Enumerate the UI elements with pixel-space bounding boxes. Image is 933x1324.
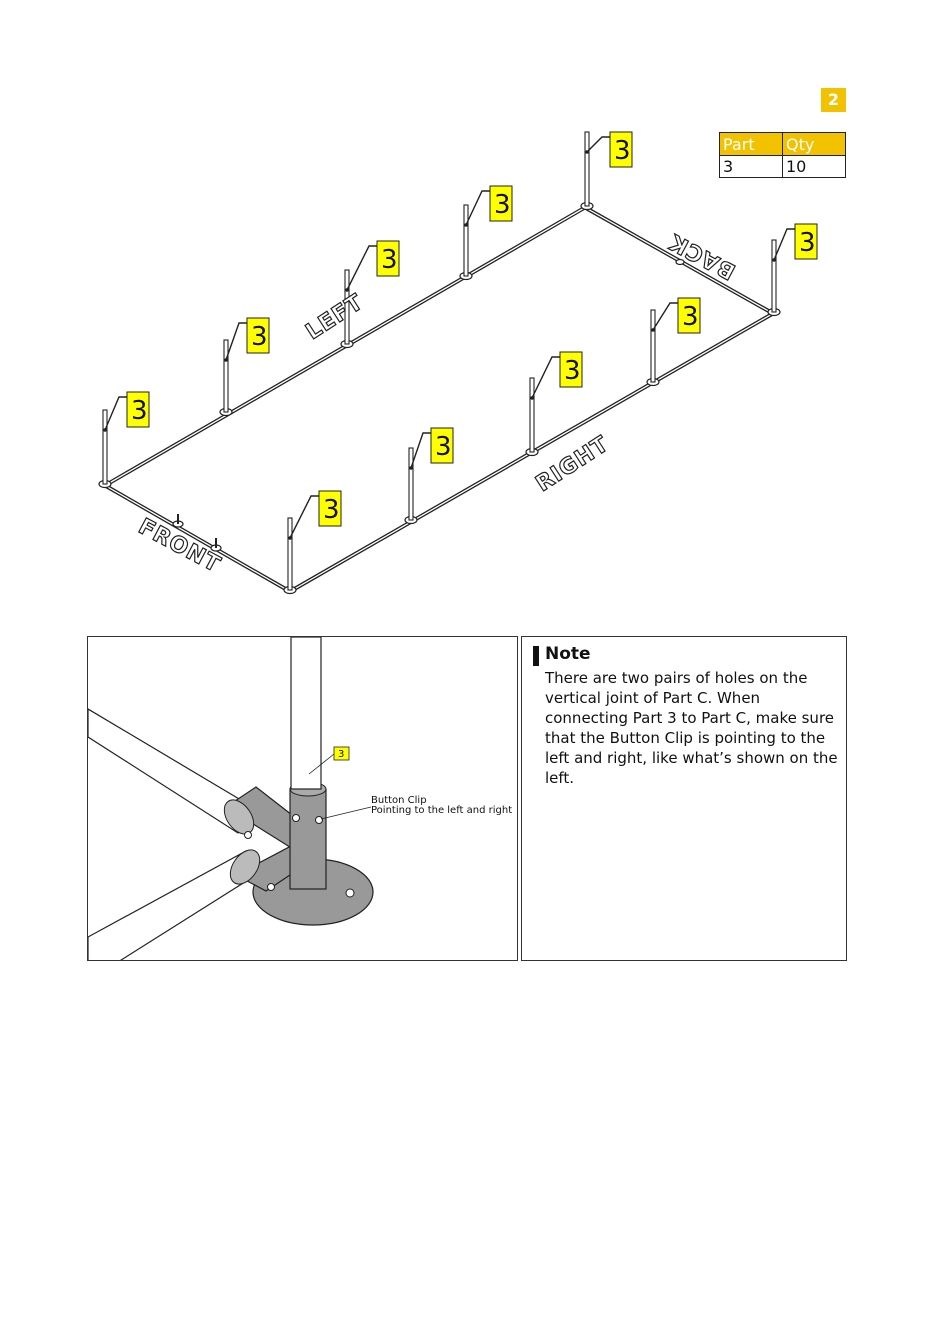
tag-leader-line (652, 302, 678, 331)
part-tag-label: 3 (131, 396, 148, 426)
part-tag-label: 3 (682, 302, 699, 332)
part-tag (794, 223, 818, 260)
step-number-badge: 2 (821, 88, 846, 112)
side-label-right: RIGHT (532, 432, 614, 497)
part-tag-label: 3 (338, 749, 344, 760)
part-3-post (584, 131, 590, 207)
part-tag-label: 3 (494, 190, 511, 220)
part-3-post (102, 409, 108, 485)
part-3-post (771, 239, 777, 313)
note-title: Note (545, 644, 591, 664)
sleeve-hole-icon (267, 883, 275, 891)
tag-leader-line (308, 753, 335, 775)
tag-leader-line (225, 322, 247, 361)
sleeve-hole-icon (244, 831, 252, 839)
button-clip-leader (320, 806, 372, 820)
part-3-post (287, 517, 293, 591)
front-rail (104, 486, 291, 594)
tag-leader-line (586, 136, 610, 153)
vertical-joint (289, 788, 327, 890)
parts-cell-part: 3 (719, 155, 783, 178)
parts-cell-qty: 10 (782, 155, 846, 178)
button-clip-label: Button Clip (371, 795, 427, 806)
note-body: There are two pairs of holes on the vert… (545, 669, 838, 787)
part-3-post (463, 204, 469, 277)
part-3-post (529, 377, 535, 453)
part-tag (489, 185, 513, 222)
part-tag (559, 351, 583, 388)
front-tube (88, 850, 257, 960)
detail-panel: 3 Button Clip Pointing to the left and r… (87, 636, 518, 961)
tag-leader-line (410, 432, 431, 469)
part-tag (318, 490, 342, 527)
part-tag (677, 297, 701, 334)
tag-leader-line (531, 356, 560, 399)
part-tag-label: 3 (799, 228, 816, 258)
part-tag (333, 746, 350, 761)
note-bar-icon (533, 646, 539, 666)
part-tag (430, 427, 454, 464)
tag-leader-line (346, 245, 377, 291)
parts-header-part: Part (719, 132, 783, 156)
part-tag-label: 3 (564, 356, 581, 386)
parts-table: Part Qty 3 10 (719, 132, 846, 178)
part-tag-label: 3 (381, 245, 398, 275)
joint-hole-icon (292, 814, 300, 822)
tag-leader-line (289, 495, 319, 539)
part-3-post (650, 309, 656, 383)
part-tag (246, 317, 270, 354)
part-3-post (223, 339, 229, 413)
back-tube (88, 708, 257, 834)
note-panel: Note There are two pairs of holes on the… (521, 636, 847, 961)
parts-table-row: 3 10 (719, 155, 846, 178)
part-tag (126, 391, 150, 428)
part-tag (376, 240, 400, 277)
tag-leader-line (465, 190, 490, 226)
joint-detail-diagram: 3 Button Clip Pointing to the left and r… (88, 637, 512, 960)
part-3-post (408, 447, 414, 521)
part-tag-label: 3 (323, 495, 340, 525)
part-tag-label: 3 (251, 322, 268, 352)
front-rail (104, 483, 291, 591)
front-sleeve-end (229, 849, 261, 885)
tag-leader-line (773, 228, 795, 261)
left-rail (104, 208, 586, 488)
plate-hole-icon (345, 888, 355, 898)
part-3-post (344, 269, 350, 345)
button-clip-icon (315, 816, 323, 824)
part-3-pole (290, 637, 322, 790)
part-tag-label: 3 (614, 136, 631, 166)
part-tag-label: 3 (435, 432, 452, 462)
tag-leader-line (104, 396, 127, 431)
part-tag (609, 131, 633, 168)
back-rail-foot (675, 258, 685, 266)
button-clip-direction: Pointing to the left and right (371, 805, 512, 816)
